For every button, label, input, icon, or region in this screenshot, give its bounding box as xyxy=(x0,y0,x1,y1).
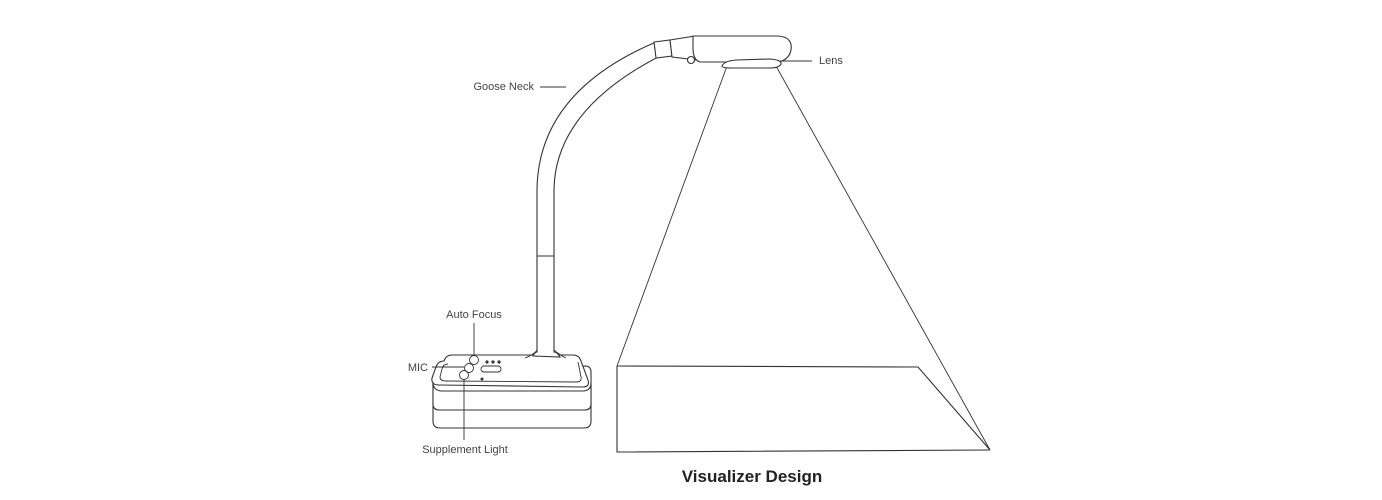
auto-focus-button[interactable] xyxy=(469,355,479,365)
head-joint xyxy=(653,39,673,59)
mic-button[interactable] xyxy=(464,363,474,373)
projection-beam xyxy=(616,65,991,451)
label-lens: Lens xyxy=(819,55,843,67)
projection-area xyxy=(616,365,991,453)
goose-neck xyxy=(536,41,661,256)
projection-area-outline xyxy=(616,366,991,453)
base-top-inner xyxy=(439,361,582,383)
pole-base-flare xyxy=(524,349,567,359)
base-side xyxy=(432,381,592,411)
beam-left-edge xyxy=(616,65,728,367)
pole xyxy=(524,255,567,359)
indicator-dot-1 xyxy=(485,360,489,364)
head-body xyxy=(692,35,792,63)
goose-neck-outer xyxy=(536,41,657,256)
label-supplement-light: Supplement Light xyxy=(422,444,508,456)
camera-head xyxy=(653,35,792,69)
leader-lines xyxy=(432,60,812,440)
base-small-dot xyxy=(480,377,484,381)
pole-collar xyxy=(532,255,561,358)
indicator-dot-2 xyxy=(491,360,495,364)
label-auto-focus: Auto Focus xyxy=(446,309,502,321)
label-mic: MIC xyxy=(408,362,428,374)
projection-area-top xyxy=(616,365,991,451)
lens xyxy=(721,58,782,69)
indicator-dot-3 xyxy=(497,360,501,364)
goose-neck-inner xyxy=(553,55,661,256)
supplement-light-button[interactable] xyxy=(459,370,469,380)
base xyxy=(431,354,592,429)
label-goose-neck: Goose Neck xyxy=(473,81,534,93)
base-slot xyxy=(480,365,502,373)
diagram-caption: Visualizer Design xyxy=(682,467,822,486)
head-knob xyxy=(686,55,696,65)
beam-right-edge xyxy=(775,65,991,451)
